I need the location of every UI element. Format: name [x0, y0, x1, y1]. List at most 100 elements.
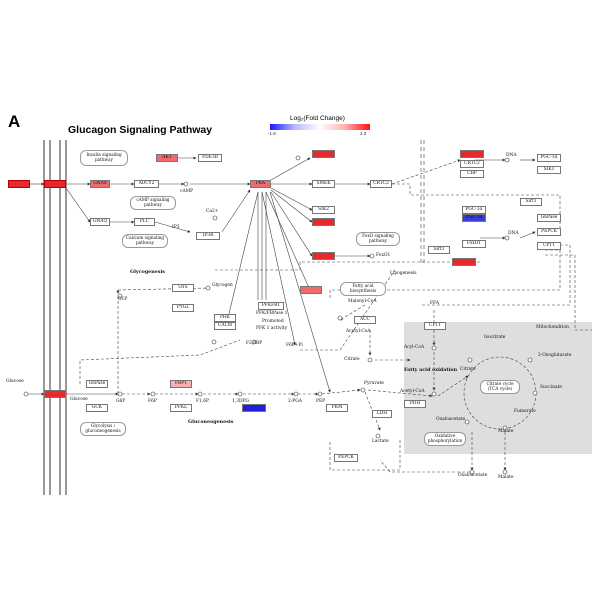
pep-label: PEP: [316, 399, 326, 404]
panel-label: A: [8, 112, 21, 131]
pdh-gene-box: PDH: [404, 400, 426, 408]
calcium-signaling-pathway[interactable]: Calcium signaling pathway: [122, 234, 168, 248]
acyl-coa-label: Acyl-CoA: [404, 345, 425, 350]
accb-red-gene-box: [300, 286, 322, 294]
foxo1-label: FoxO1: [376, 253, 391, 258]
g6pase-right-gene-box: G6Pase: [537, 214, 561, 222]
calcium-label: Ca2+: [206, 209, 219, 214]
pfk-activity-label: PFK 1 activity: [256, 326, 288, 331]
crtc2-mid-gene-box: CRTC2: [370, 180, 392, 188]
acetyl-coa-label: Acetyl-CoA: [400, 389, 425, 394]
g1p-label: G1P: [118, 297, 128, 302]
gnas-gene-box: GNAS: [90, 180, 110, 188]
plc-gene-box: PLC: [134, 218, 155, 226]
adcy2-gene-box: ADCY2: [134, 180, 159, 188]
mitochondrion-label: Mitochondrion: [536, 325, 569, 330]
top-red-gene-box: [312, 150, 335, 158]
lactate-label: Lactate: [372, 439, 389, 444]
g6pase-gene-box: G6Pase: [86, 380, 108, 388]
acetyl-coa-top-label: Acetyl-CoA: [346, 329, 371, 334]
oxaloacetate-out-label: Oxaloacetate: [458, 473, 488, 478]
tca-cycle-pathway[interactable]: Citrate cycle (TCA cycle): [480, 380, 520, 394]
sirt1-top-gene-box: Sirt1: [520, 198, 542, 206]
pgc1a-blue-fill: PGC-1α: [462, 214, 486, 222]
p13dpg-label: 1,3DPG: [232, 399, 249, 404]
succinate-label: Succinate: [540, 385, 562, 390]
glucose-outside-label: Glucose: [6, 379, 24, 384]
camp-signaling-pathway[interactable]: cAMP signaling pathway: [130, 196, 176, 210]
pyruvate-label: Pyruvate: [364, 381, 384, 386]
citrate-left-label: Citrate: [344, 357, 360, 362]
pfk-fbpase-label: PFK/FBPase 1: [256, 311, 288, 316]
gcgr-membrane-box: [44, 180, 66, 188]
g6p-label: G6P: [116, 399, 126, 404]
glycogenolysis-label: Glycogenesis: [130, 269, 165, 275]
citrate-tca-label: Citrate: [460, 367, 476, 372]
pde3b-gene-box: PDE3B: [198, 154, 222, 162]
pka-gene-box: PKA: [250, 180, 271, 188]
gcgr-gene-box: [8, 180, 30, 188]
legend-color-bar: [270, 124, 370, 130]
ldh-gene-box: LDH: [372, 410, 392, 418]
ip3-label: IP3: [172, 225, 180, 230]
f16p-label: F1,6P: [196, 399, 209, 404]
ffa-label: FFA: [430, 301, 439, 306]
dna-label-top: DNA: [506, 153, 517, 158]
pygl-gene-box: PYGL: [172, 304, 194, 312]
foxo-signaling-pathway[interactable]: FoxO signaling pathway: [356, 232, 400, 246]
fumarate-label: Fumarate: [514, 409, 536, 414]
glycogen-label: Glycogen: [212, 283, 233, 288]
sik2-gene-box: SIK2: [312, 206, 335, 214]
fatty-acid-oxidation-label: Fatty acid oxidation: [404, 367, 458, 373]
pkm-gene-box: PKM: [326, 404, 348, 412]
akt-gene-box: AKT: [156, 154, 178, 162]
gys-gene-box: GYS: [172, 284, 194, 292]
malonyl-coa-label: Malonyl-CoA: [348, 299, 377, 304]
oxidative-phosphorylation-pathway[interactable]: Oxidative phosphorylation: [424, 432, 466, 446]
red-lower-gene-box: [312, 252, 335, 260]
legend-max: 2.3: [360, 131, 367, 136]
camp-label: cAMP: [180, 189, 194, 194]
legend-title: Log₂(Fold Change): [290, 115, 345, 122]
fatty-acid-biosynthesis[interactable]: Fatty acid biosynthesis: [340, 282, 386, 296]
pepck-low-gene-box: PEPCK: [334, 454, 358, 462]
malate-out-label: Malate: [498, 475, 514, 480]
creb-red-gene-box: [460, 150, 484, 158]
glut-red-gene-box: [44, 390, 66, 398]
pathway-title: Glucagon Signaling Pathway: [68, 124, 213, 136]
foxo1-right-gene-box: FoxO1: [462, 240, 486, 248]
cbp-gene-box: CBP: [460, 170, 484, 178]
sik1-gene-box: SIK1: [537, 166, 561, 174]
phk-gene-box: PHK: [214, 314, 236, 322]
pfkfb1-gene-box: PFKFB1: [258, 302, 284, 310]
smek-gene-box: SMEK: [312, 180, 335, 188]
pepck-right-gene-box: PEPCK: [537, 228, 561, 236]
isocitrate-label: Isocitrate: [484, 335, 506, 340]
pgc1a-blue-gene-box: PGC-1α: [462, 206, 486, 214]
gluconeogenesis-label: Gluconeogenesis: [188, 419, 234, 425]
oxaloacetate-label: Oxaloacetate: [436, 417, 466, 422]
cpt1-mid-gene-box: CPT1: [424, 322, 446, 330]
oxoglutarate-label: 2-Oxoglutarate: [538, 353, 572, 358]
fbp1-gene-box: FBP1: [170, 380, 192, 388]
pfkl-gene-box: PFKL: [170, 404, 192, 412]
pgc1a-top-gene-box: PGC-1α: [537, 154, 561, 162]
insulin-signaling-pathway[interactable]: Insulin signaling pathway: [80, 150, 128, 166]
red-right-gene-box: [452, 258, 476, 266]
ip3r-gene-box: IP3R: [196, 232, 220, 240]
glucose-inside-label: Glucose: [70, 397, 88, 402]
glycolysis-gluconeogenesis-pathway[interactable]: Glycolysis / gluconeogenesis: [80, 422, 126, 436]
sirt1-mid-gene-box: Sirt1: [428, 246, 450, 254]
red-mid-gene-box: [312, 218, 335, 226]
acc-gene-box: ACC: [354, 316, 376, 324]
promoted-label: Promoted: [262, 319, 284, 324]
gck-gene-box: GCK: [86, 404, 108, 412]
calm-gene-box: CALM: [214, 322, 236, 330]
f26bp-label: F2,6BP: [246, 341, 263, 346]
legend-min: -1.8: [268, 131, 276, 136]
cpt1-right-gene-box: CPT1: [537, 242, 561, 250]
dna-label-mid: DNA: [508, 231, 519, 236]
lipogenesis-label: Lipogenesis: [390, 271, 417, 276]
gapdh-blue-gene-box: [242, 404, 266, 412]
